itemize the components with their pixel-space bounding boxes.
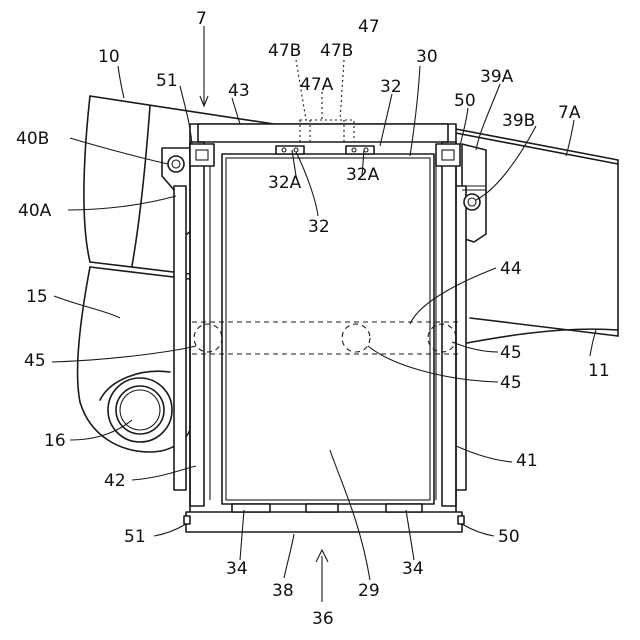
- unit-30: [222, 154, 434, 504]
- corner-block-51-top: [190, 144, 214, 166]
- label-32A-right: 32A: [346, 165, 380, 185]
- label-45-right-b: 45: [500, 373, 522, 393]
- label-7: 7: [196, 9, 207, 29]
- label-16: 16: [44, 431, 66, 451]
- bracket-40A: [162, 148, 192, 490]
- clamp-34-middle: [306, 504, 338, 512]
- label-39A: 39A: [480, 67, 514, 87]
- label-47: 47: [358, 17, 380, 37]
- corner-block-50-top: [436, 144, 460, 166]
- label-34-right: 34: [402, 559, 424, 579]
- label-41: 41: [516, 451, 538, 471]
- bolt-39B: [464, 194, 480, 210]
- label-11: 11: [588, 361, 610, 381]
- label-47A: 47A: [300, 75, 334, 95]
- label-50-top: 50: [454, 91, 476, 111]
- clamp-34-right: [386, 504, 422, 512]
- label-15: 15: [26, 287, 48, 307]
- label-40A: 40A: [18, 201, 52, 221]
- boss-16: [108, 378, 172, 442]
- label-7A: 7A: [558, 103, 581, 123]
- label-38: 38: [272, 581, 294, 601]
- label-50-bottom: 50: [498, 527, 520, 547]
- clamp-32-right: [346, 146, 374, 154]
- label-10: 10: [98, 47, 120, 67]
- label-34-left: 34: [226, 559, 248, 579]
- label-30: 30: [416, 47, 438, 67]
- label-29: 29: [358, 581, 380, 601]
- label-43: 43: [228, 81, 250, 101]
- corner-block-50-bottom: [458, 516, 464, 524]
- clamp-32-left: [276, 146, 304, 154]
- label-45-left: 45: [24, 351, 46, 371]
- corner-block-51-bottom: [184, 516, 190, 524]
- label-42: 42: [104, 471, 126, 491]
- label-47B-right: 47B: [320, 41, 353, 61]
- label-32-mid: 32: [308, 217, 330, 237]
- label-47B-left: 47B: [268, 41, 301, 61]
- label-44: 44: [500, 259, 522, 279]
- label-45-right-a: 45: [500, 343, 522, 363]
- label-36: 36: [312, 609, 334, 629]
- label-32-top: 32: [380, 77, 402, 97]
- label-51-bottom: 51: [124, 527, 146, 547]
- label-32A-left: 32A: [268, 173, 302, 193]
- label-51-top: 51: [156, 71, 178, 91]
- bolt-40B: [168, 156, 184, 172]
- label-40B: 40B: [16, 129, 49, 149]
- clamp-34-left: [232, 504, 270, 512]
- label-39B: 39B: [502, 111, 535, 131]
